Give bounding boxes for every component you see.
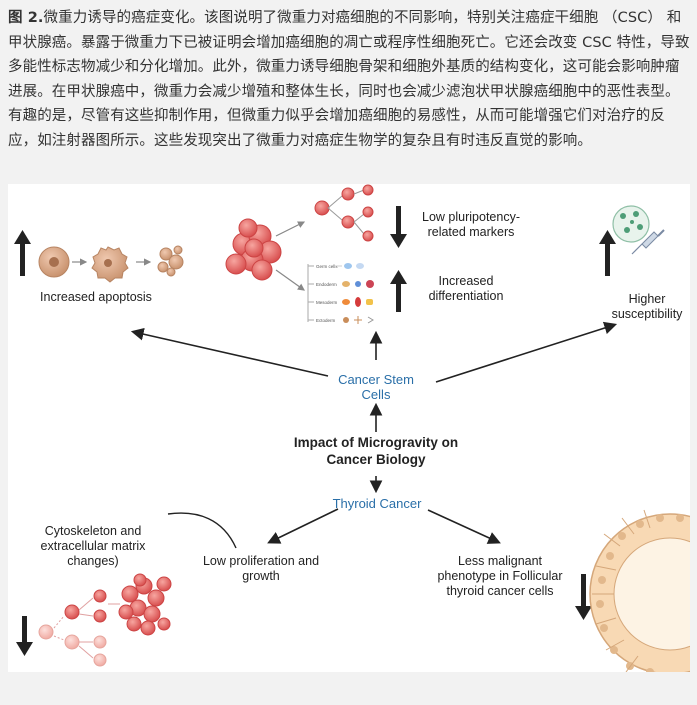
stem-cell-illustration: Germ cells Endoderm Mesoderm Ectoderm — [225, 184, 374, 324]
label-cytoskeleton-ecm: Cytoskeleton and extracellular matrix ch… — [40, 524, 146, 568]
arrow-thyroid-to-malignant — [427, 509, 501, 544]
up-arrow-icon — [599, 230, 616, 276]
diagram-figure: Germ cells Endoderm Mesoderm Ectoderm — [8, 184, 690, 672]
lineage-label-ectoderm: Ectoderm — [316, 318, 336, 323]
connector-arrows — [130, 321, 618, 549]
arrow-csc-to-susceptibility — [435, 321, 618, 383]
label-low-proliferation: Low proliferation and growth — [202, 554, 320, 583]
label-less-malignant: Less malignant phenotype in Follicular t… — [437, 554, 563, 598]
up-arrow-icon — [390, 270, 407, 312]
syringe-illustration — [612, 205, 665, 255]
up-arrow-icon — [14, 230, 31, 276]
down-arrow-icon — [390, 206, 407, 248]
label-increased-differentiation: Increased differentiation — [428, 274, 504, 303]
diagram-canvas: Germ cells Endoderm Mesoderm Ectoderm — [14, 184, 690, 672]
label-increased-apoptosis: Increased apoptosis — [40, 290, 152, 304]
proliferation-illustration — [38, 573, 172, 667]
figure-caption: 图 2.微重力诱导的癌症变化。该图说明了微重力对癌细胞的不同影响，特别关注癌症干… — [8, 6, 690, 153]
lineage-label-endoderm: Endoderm — [316, 282, 337, 287]
label-higher-susceptibility: Higher susceptibility — [611, 292, 683, 321]
label-low-pluripotency: Low pluripotency-related markers — [422, 210, 520, 239]
indicator-arrows — [14, 206, 616, 656]
thyroid-follicle-illustration — [589, 509, 690, 672]
apoptosis-illustration — [38, 245, 184, 283]
lineage-label-germ: Germ cells — [316, 264, 338, 269]
down-arrow-icon — [575, 574, 592, 620]
arrow-thyroid-to-proliferation — [267, 508, 339, 544]
figure-label: 图 2. — [8, 10, 44, 26]
center-title: Impact of Microgravity on Cancer Biology — [293, 435, 459, 467]
lineage-label-mesoderm: Mesoderm — [316, 300, 338, 305]
label-cancer-stem-cells: Cancer Stem Cells — [338, 372, 414, 402]
down-arrow-icon — [16, 616, 33, 656]
arrow-csc-to-apoptosis — [130, 327, 329, 377]
arrow-proliferation-to-cytoskeleton — [167, 512, 237, 549]
caption-text: 微重力诱导的癌症变化。该图说明了微重力对癌细胞的不同影响，特别关注癌症干细胞 （… — [8, 10, 690, 149]
label-thyroid-cancer: Thyroid Cancer — [332, 496, 422, 511]
